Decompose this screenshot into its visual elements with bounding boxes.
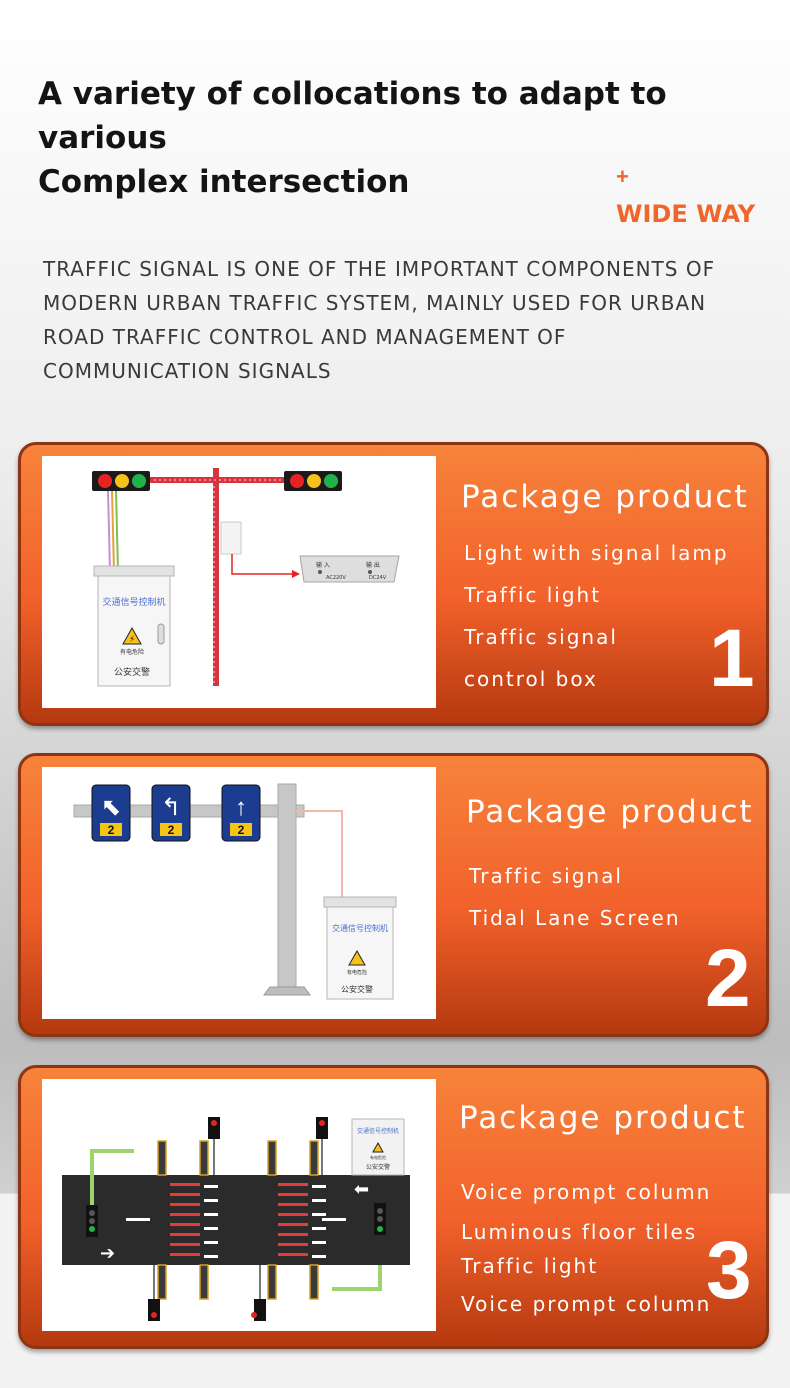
card-item-list: Voice prompt column Luminous floor tiles… [461,1180,751,1316]
sign-number: 2 [108,823,115,837]
card-number: 1 [709,613,755,704]
gantry-pole [277,783,297,990]
package-card-2: 2 ⬉ 2 ↰ 2 ↑ 交通信号控制机 有电危险 公安交警 Package pr… [18,753,769,1037]
intersection-diagram: ➔ ⬅ [62,1117,410,1321]
warning-icon [372,1141,384,1153]
list-item: Voice prompt column [461,1292,712,1316]
control-box-footer: 公安交警 [366,1163,390,1171]
card-number: 2 [705,933,751,1024]
warning-icon [348,949,366,966]
green-lamp-icon [132,474,146,488]
illustration-signal-lamp-system: 输 入 输 出 AC220V DC24V 交通信号控制机 ⚡ 有电危险 公安交警 [42,456,436,708]
left-turn-arrow-icon: ↰ [161,794,181,821]
warning-label: 有电危险 [370,1154,386,1160]
intro-line: TRAFFIC SIGNAL IS ONE OF THE IMPORTANT C… [43,257,716,281]
warning-label: 有电危险 [120,648,144,656]
psu-ac-label: AC220V [326,575,346,581]
wide-way-tag: WIDE WAY [616,200,756,228]
road [62,1175,410,1265]
list-item: Luminous floor tiles [461,1220,698,1244]
list-item: Traffic light [464,583,602,607]
green-lamp-icon [324,474,338,488]
sign-number: 2 [168,823,175,837]
psu-dc-label: DC24V [369,575,387,581]
card-item-list: Traffic signal Tidal Lane Screen [469,864,759,930]
control-box [326,906,394,1000]
luminous-floor-tiles [170,1183,308,1256]
intro-line: MODERN URBAN TRAFFIC SYSTEM, MAINLY USED… [43,291,707,315]
card-title: Package product [459,1100,747,1136]
voice-prompt-column [157,1140,319,1300]
headline-line-1: A variety of collocations to adapt to va… [38,76,667,156]
control-box-footer: 公安交警 [341,984,373,994]
package-card-3: ➔ ⬅ [18,1065,769,1349]
list-item: Traffic light [461,1254,599,1278]
left-arrow-icon: ⬅ [354,1179,369,1199]
psu-in-label: 输 入 [316,561,330,569]
card-title: Package product [466,794,754,830]
intro-line: COMMUNICATION SIGNALS [43,359,332,383]
card-title: Package product [461,479,749,515]
card-item-list: Light with signal lamp Traffic light Tra… [464,541,754,691]
intro-paragraph: TRAFFIC SIGNAL IS ONE OF THE IMPORTANT C… [43,252,763,388]
warning-icon [122,626,142,645]
yellow-lamp-icon [115,474,129,488]
list-item: Traffic signal [469,864,623,888]
control-box-label: 交通信号控制机 [332,923,388,933]
list-item: Light with signal lamp [464,541,729,565]
yellow-lamp-icon [307,474,321,488]
pedestrian-signal [148,1117,328,1321]
junction-box [220,521,242,555]
package-card-1: 输 入 输 出 AC220V DC24V 交通信号控制机 ⚡ 有电危险 公安交警… [18,442,769,726]
control-box-label: 交通信号控制机 [357,1127,399,1135]
power-supply [299,555,400,583]
signal-lamp-diagram: 输 入 输 出 AC220V DC24V 交通信号控制机 ⚡ 有电危险 公安交警 [92,468,400,687]
red-lamp-icon [98,474,112,488]
red-lamp-icon [290,474,304,488]
headline-line-2: Complex intersection [38,164,410,200]
list-item: Voice prompt column [461,1180,712,1204]
list-item: control box [464,667,598,691]
control-box-label: 交通信号控制机 [102,596,165,608]
psu-out-label: 输 出 [366,561,380,569]
card-number: 3 [706,1225,752,1316]
headline: A variety of collocations to adapt to va… [38,72,768,204]
right-arrow-icon: ➔ [100,1243,115,1263]
signal-arm [332,1265,382,1291]
list-item: Traffic signal [464,625,618,649]
illustration-intersection: ➔ ⬅ [42,1079,436,1331]
illustration-tidal-lane: 2 ⬉ 2 ↰ 2 ↑ 交通信号控制机 有电危险 公安交警 [42,767,436,1019]
svg-text:⚡: ⚡ [129,634,135,644]
tidal-lane-diagram: 2 ⬉ 2 ↰ 2 ↑ 交通信号控制机 有电危险 公安交警 [73,783,397,1000]
signal-arm [90,1149,134,1205]
control-box-footer: 公安交警 [114,666,150,678]
warning-label: 有电危险 [347,969,367,976]
up-arrow-icon: ↑ [235,794,247,821]
pole-cable [213,468,219,686]
sign-number: 2 [238,823,245,837]
list-item: Tidal Lane Screen [469,906,681,930]
plus-mark: + [616,164,629,189]
left-up-arrow-icon: ⬉ [101,794,121,821]
intro-line: ROAD TRAFFIC CONTROL AND MANAGEMENT OF [43,325,567,349]
